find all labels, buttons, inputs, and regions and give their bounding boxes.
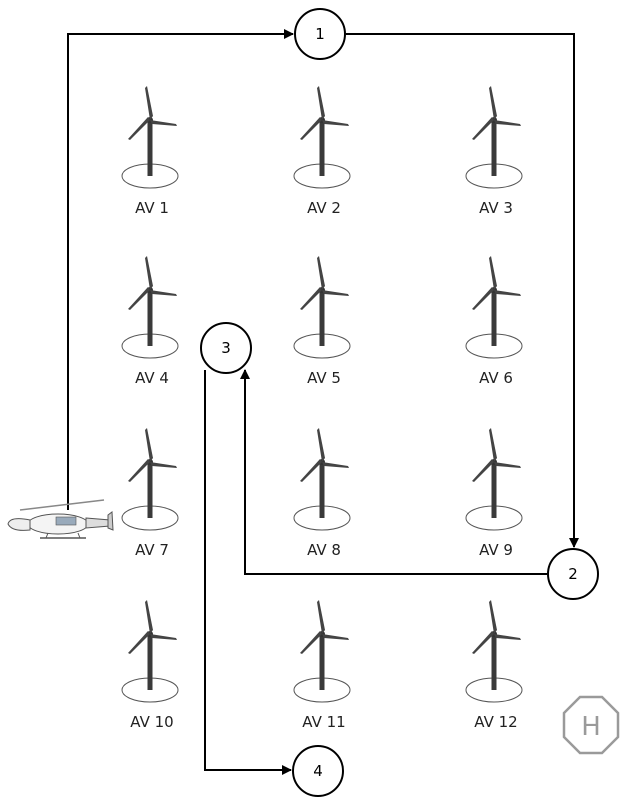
wind-turbine: AV 12 [465, 599, 523, 731]
turbine-label: AV 8 [307, 541, 341, 559]
turbine-label: AV 7 [135, 541, 169, 559]
path-wp3-to-wp4 [204, 370, 292, 775]
helipad-label: H [581, 712, 601, 742]
wind-turbine-icon [293, 85, 351, 189]
waypoint-circle [292, 745, 344, 797]
wind-turbine: AV 6 [465, 255, 523, 387]
flight-paths [67, 29, 579, 775]
waypoint: 2 [547, 548, 599, 600]
wind-turbine-icon [465, 427, 523, 531]
wind-turbine: AV 10 [121, 599, 179, 731]
wind-turbine: AV 7 [121, 427, 179, 559]
wind-turbine: AV 4 [121, 255, 179, 387]
waypoint-label: 4 [313, 762, 323, 780]
wind-turbine: AV 1 [121, 85, 179, 217]
turbine-grid: AV 1 AV 2 AV 3 AV 4 AV 5 AV 6 AV 7 AV 8 AV 9 AV 1… [121, 85, 523, 731]
turbine-label: AV 11 [302, 713, 345, 731]
wind-turbine-icon [293, 255, 351, 359]
wind-turbine: AV 5 [293, 255, 351, 387]
turbine-label: AV 6 [479, 369, 513, 387]
wind-turbine: AV 9 [465, 427, 523, 559]
waypoint-circle [200, 322, 252, 374]
path-wp2-to-wp3 [240, 369, 547, 575]
turbine-label: AV 12 [474, 713, 517, 731]
wind-turbine-icon [121, 85, 179, 189]
waypoint-label: 3 [221, 339, 231, 357]
wind-turbine: AV 3 [465, 85, 523, 217]
wind-turbine: AV 2 [293, 85, 351, 217]
wind-turbine-icon [465, 85, 523, 189]
turbine-label: AV 9 [479, 541, 513, 559]
waypoint-circle [294, 8, 346, 60]
turbine-label: AV 5 [307, 369, 341, 387]
waypoint: 3 [200, 322, 252, 374]
wind-turbine-icon [465, 255, 523, 359]
wind-turbine: AV 11 [293, 599, 351, 731]
helipad-icon: H [562, 695, 620, 755]
helicopter-icon [7, 499, 114, 539]
turbine-label: AV 2 [307, 199, 341, 217]
turbine-label: AV 4 [135, 369, 169, 387]
waypoint: 1 [294, 8, 346, 60]
path-wp1-to-wp2 [346, 33, 579, 548]
wind-turbine-icon [293, 427, 351, 531]
waypoint-label: 1 [315, 25, 325, 43]
wind-turbine-icon [121, 599, 179, 703]
wind-turbine-icon [121, 427, 179, 531]
wind-turbine-icon [465, 599, 523, 703]
waypoint-circle [547, 548, 599, 600]
path-start-to-wp1 [67, 29, 294, 510]
turbine-label: AV 10 [130, 713, 173, 731]
waypoints: 1 2 3 4 [200, 8, 599, 797]
waypoint: 4 [292, 745, 344, 797]
waypoint-label: 2 [568, 565, 578, 583]
wind-turbine: AV 8 [293, 427, 351, 559]
turbine-label: AV 3 [479, 199, 513, 217]
turbine-label: AV 1 [135, 199, 169, 217]
wind-turbine-icon [121, 255, 179, 359]
wind-turbine-icon [293, 599, 351, 703]
